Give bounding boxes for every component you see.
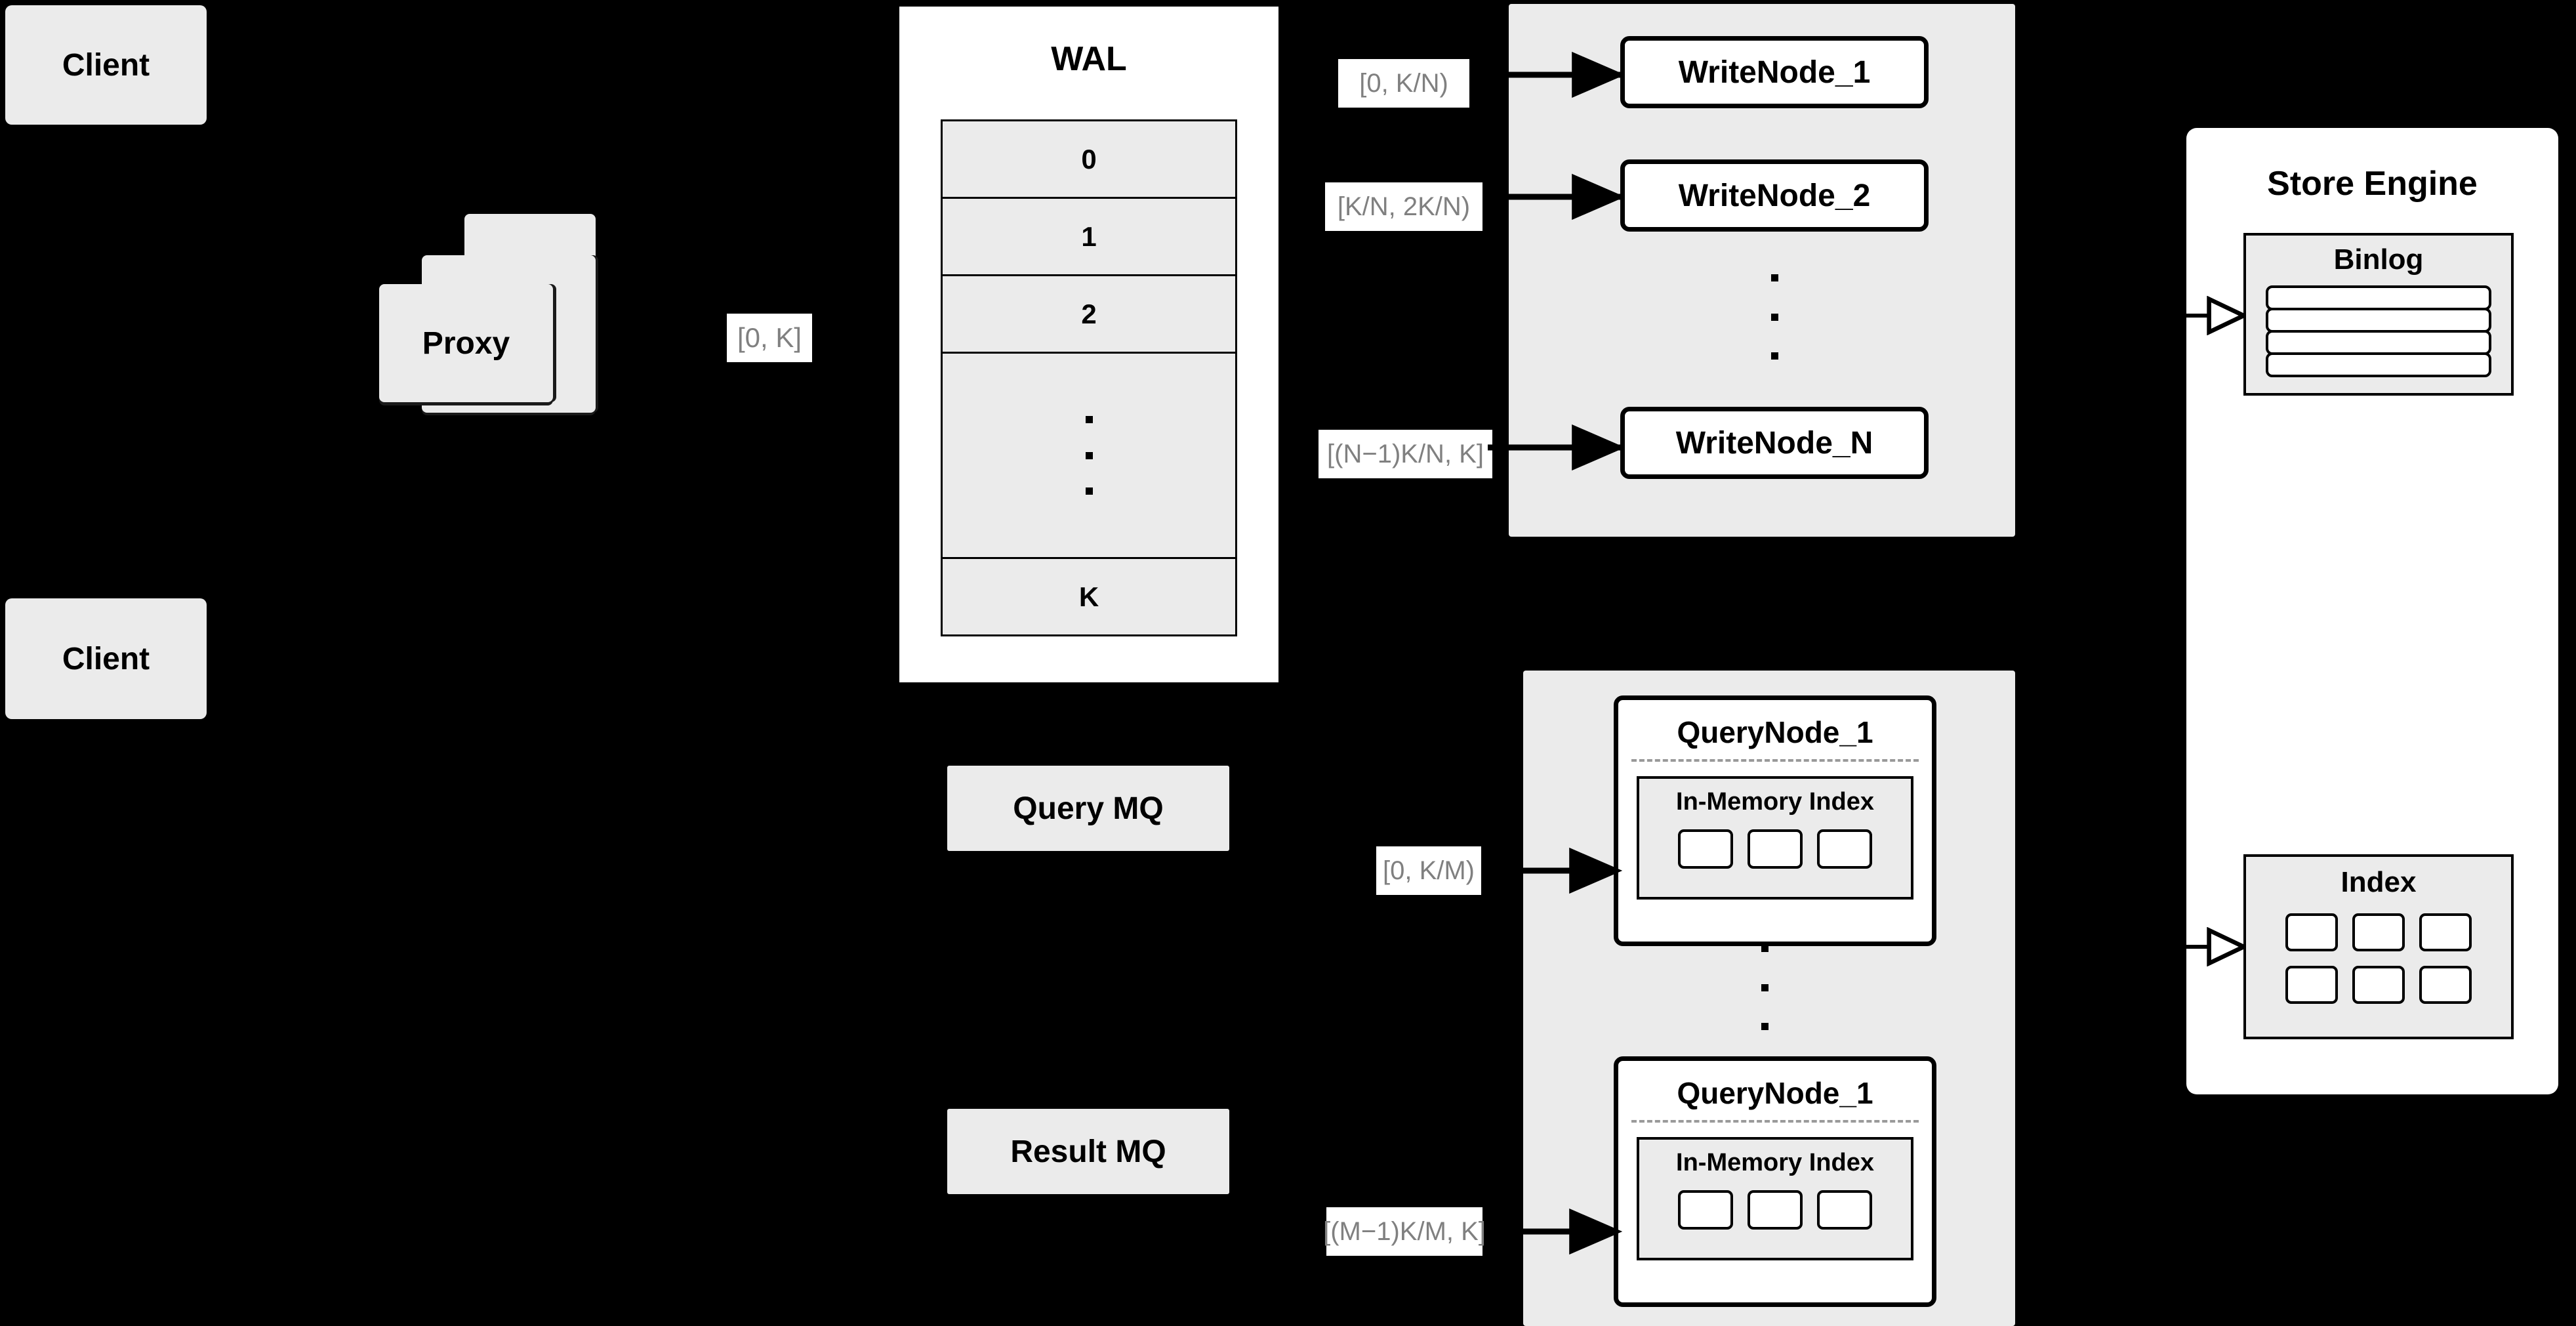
query-node-m-index-chip-2 <box>1748 1190 1803 1230</box>
query-node-m-separator <box>1631 1120 1919 1123</box>
query-node-m[interactable]: QueryNode_1 In-Memory Index <box>1614 1056 1936 1307</box>
proxy-card-front[interactable]: Proxy <box>379 284 553 402</box>
query-node-m-range-label: [(M−1)K/M, K] <box>1323 1207 1486 1256</box>
proxy-stack[interactable]: Proxy <box>379 214 668 427</box>
query-node-1-memory-index-panel: In-Memory Index <box>1637 776 1913 900</box>
wal-cell-1: 1 <box>941 197 1237 274</box>
index-chip-3 <box>2419 913 2472 951</box>
query-node-m-index-chip-1 <box>1678 1190 1733 1230</box>
query-node-1-index-title: In-Memory Index <box>1676 788 1874 816</box>
query-node-1-range-label: [0, K/M) <box>1376 846 1481 895</box>
query-node-1-index-chip-2 <box>1748 829 1803 869</box>
wal-cell-list: 0 1 2 K <box>941 119 1237 636</box>
index-title: Index <box>2341 866 2417 898</box>
client-box-2[interactable]: Client <box>5 598 207 719</box>
proxy-label: Proxy <box>422 325 510 361</box>
wal-cell-2: 2 <box>941 274 1237 352</box>
wal-cell-k: K <box>941 557 1237 636</box>
write-node-1-range-label: [0, K/N) <box>1338 59 1469 108</box>
query-node-1-index-chip-1 <box>1678 829 1733 869</box>
query-mq-box[interactable]: Query MQ <box>947 766 1229 851</box>
index-chip-1 <box>2285 913 2338 951</box>
client-label-1: Client <box>62 47 150 83</box>
binlog-row-1 <box>2266 285 2491 310</box>
proxy-range-label: [0, K] <box>727 314 812 362</box>
write-node-n[interactable]: WriteNode_N <box>1620 407 1929 479</box>
write-node-n-range-label: [(N−1)K/N, K] <box>1319 430 1492 478</box>
client-label-2: Client <box>62 641 150 676</box>
wal-cell-0: 0 <box>941 119 1237 197</box>
index-chip-5 <box>2352 966 2405 1004</box>
store-engine-title: Store Engine <box>2267 165 2478 203</box>
query-node-1[interactable]: QueryNode_1 In-Memory Index <box>1614 695 1936 946</box>
binlog-panel: Binlog <box>2243 233 2514 396</box>
write-node-2-range-label: [K/N, 2K/N) <box>1325 182 1482 231</box>
query-node-vertical-dots-icon <box>1761 945 1768 1030</box>
query-node-m-index-chip-3 <box>1817 1190 1872 1230</box>
binlog-row-4 <box>2266 352 2491 377</box>
wal-title: WAL <box>1051 40 1127 78</box>
client-box-1[interactable]: Client <box>5 5 207 125</box>
index-panel: Index <box>2243 854 2514 1039</box>
binlog-title: Binlog <box>2333 243 2424 276</box>
query-node-m-label: QueryNode_1 <box>1677 1076 1873 1110</box>
query-node-1-label: QueryNode_1 <box>1677 715 1873 749</box>
query-node-1-index-chip-3 <box>1817 829 1872 869</box>
query-node-m-index-title: In-Memory Index <box>1676 1149 1874 1176</box>
index-chip-2 <box>2352 913 2405 951</box>
query-node-1-separator <box>1631 759 1919 762</box>
result-mq-box[interactable]: Result MQ <box>947 1109 1229 1194</box>
binlog-row-2 <box>2266 308 2491 333</box>
query-node-m-memory-index-panel: In-Memory Index <box>1637 1137 1913 1260</box>
write-node-2[interactable]: WriteNode_2 <box>1620 159 1929 232</box>
write-node-vertical-dots-icon <box>1771 274 1778 360</box>
index-chip-4 <box>2285 966 2338 1004</box>
binlog-row-3 <box>2266 330 2491 355</box>
index-chip-6 <box>2419 966 2472 1004</box>
write-node-1[interactable]: WriteNode_1 <box>1620 36 1929 108</box>
wal-cell-ellipsis <box>941 352 1237 557</box>
wal-vertical-dots-icon <box>1085 416 1093 495</box>
